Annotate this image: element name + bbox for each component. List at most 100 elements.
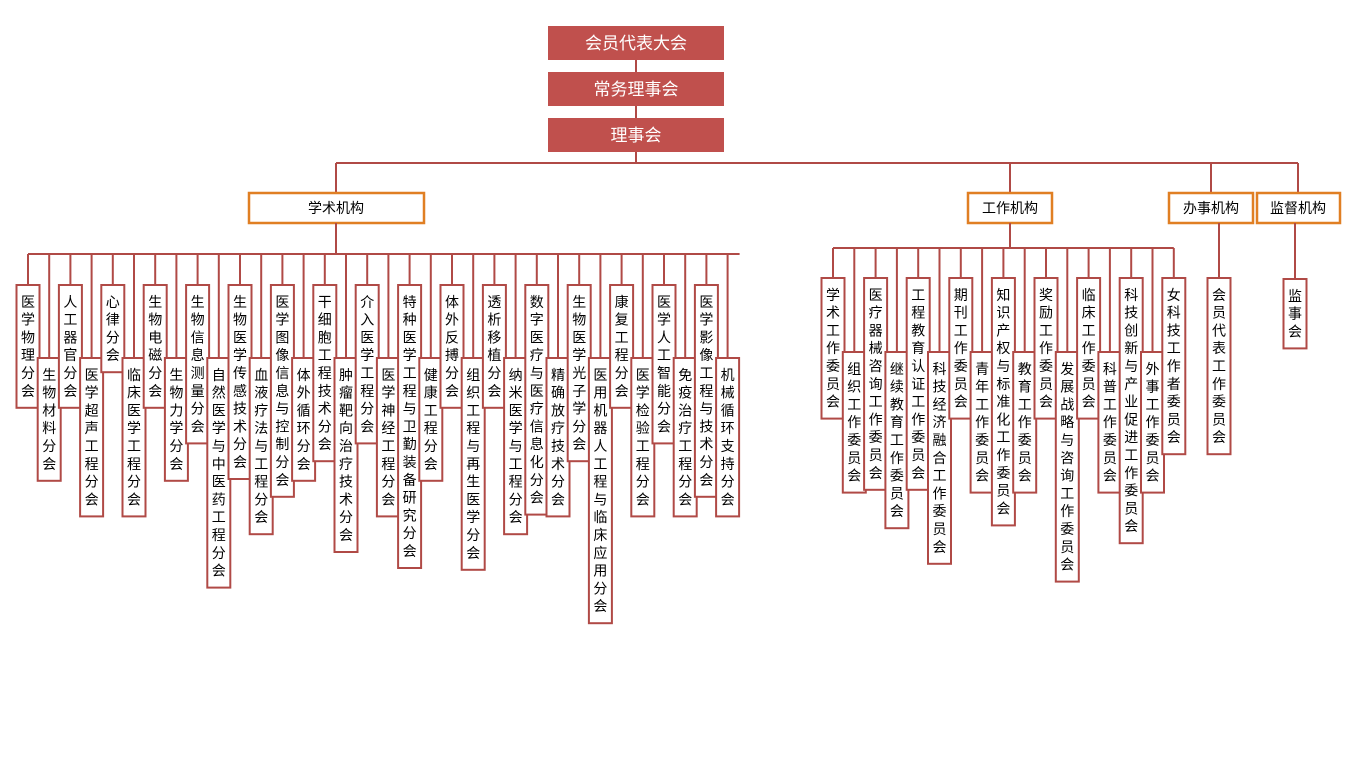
working-item: 组织工作委员会 [841,351,867,494]
academic-item-label: 生物信息测量分会 [191,295,205,436]
academic-item: 机械循环支持分会 [715,357,741,518]
academic-item: 介入医学工程分会 [354,284,380,445]
category-supervision: 监督机构 [1255,191,1342,225]
supervision-item: 监事会 [1282,278,1308,350]
academic-item: 免疫治疗工程分会 [672,357,698,518]
svg-text:理事会: 理事会 [611,126,662,146]
academic-item-label: 体外反搏分会 [445,295,459,400]
academic-item-label: 血液疗法与工程分会 [254,368,268,526]
academic-item-label: 生物医学光子学分会 [572,295,586,453]
academic-item-label: 纳米医学与工程分会 [509,368,523,526]
academic-item: 干细胞工程技术分会 [312,284,338,463]
academic-item: 临床医学工程分会 [121,357,147,518]
working-item-label: 医疗器械咨询工作委员会 [869,288,883,482]
working-item: 奖励工作委员会 [1033,277,1059,420]
academic-item-label: 数字医疗与医疗信息化分会 [530,295,544,507]
academic-item: 医学图像信息与控制分会 [269,284,295,498]
svg-text:监督机构: 监督机构 [1270,201,1326,217]
working-item: 青年工作委员会 [969,351,995,494]
academic-item: 体外循环分会 [291,357,317,482]
working-item-label: 组织工作委员会 [847,362,861,485]
working-item-label: 科技经济融合工作委员会 [933,362,947,556]
academic-item-label: 组织工程与再生医学分会 [466,368,480,562]
academic-item: 透析移植分会 [481,284,507,409]
working-item-label: 外事工作委员会 [1146,362,1160,485]
academic-item: 医学超声工程分会 [79,357,105,518]
academic-item-label: 生物材料分会 [42,368,56,473]
academic-item-label: 介入医学工程分会 [360,295,374,436]
working-item: 教育工作委员会 [1012,351,1038,494]
academic-item-label: 特种医学工程与卫勤装备研究分会 [403,295,417,560]
academic-item: 自然医学与中医药工程分会 [206,357,232,589]
working-item: 科技经济融合工作委员会 [927,351,952,565]
working-item: 医疗器械咨询工作委员会 [863,277,889,491]
working-item: 知识产权与标准化工作委员会 [990,277,1016,527]
academic-item: 生物医学传感技术分会 [227,284,253,480]
academic-item-label: 临床医学工程分会 [127,368,141,509]
academic-item: 生物力学分会 [163,357,189,482]
academic-item: 肿瘤靶向治疗技术分会 [333,357,359,553]
working-group: 学术工作委员会组织工作委员会医疗器械咨询工作委员会继续教育工作委员会工程教育认证… [820,223,1187,583]
working-item-label: 工程教育认证工作委员会 [911,288,925,482]
working-item-label: 科技创新与产业促进工作委员会 [1124,288,1138,535]
working-item: 工程教育认证工作委员会 [905,277,931,491]
working-item: 临床工作委员会 [1076,277,1102,420]
academic-item-label: 肿瘤靶向治疗技术分会 [339,368,353,544]
working-item-label: 继续教育工作委员会 [890,362,904,520]
academic-item-label: 医学影像工程与技术分会 [699,295,713,489]
academic-item: 精确放疗技术分会 [545,357,571,518]
academic-item: 医学检验工程分会 [630,357,656,518]
svg-text:办事机构: 办事机构 [1183,201,1239,217]
academic-item: 医学神经工程分会 [375,357,401,518]
academic-item: 组织工程与再生医学分会 [460,357,486,571]
supervision-group: 监事会 [1282,223,1308,350]
working-item-label: 临床工作委员会 [1082,288,1096,411]
leaf-groups: 医学物理分会生物材料分会人工器官分会医学超声工程分会心律分会临床医学工程分会生物… [15,223,1308,625]
academic-item: 数字医疗与医疗信息化分会 [524,284,550,516]
academic-item: 医学影像工程与技术分会 [693,284,719,498]
node-standing-council: 常务理事会 [548,72,724,106]
working-item: 外事工作委员会 [1140,351,1165,494]
working-item-label: 女科技工作者委员会 [1167,287,1181,446]
svg-text:会员代表大会: 会员代表大会 [585,34,687,54]
academic-item-label: 生物医学传感技术分会 [233,295,247,471]
working-item-label: 期刊工作委员会 [954,288,968,411]
academic-item: 康复工程分会 [609,284,635,409]
academic-item-label: 健康工程分会 [424,368,438,473]
academic-item-label: 生物力学分会 [169,368,183,473]
office-item: 会员代表工作委员会 [1206,277,1232,456]
academic-item-label: 医用机器人工程与临床应用分会 [593,368,607,615]
academic-item-label: 医学物理分会 [21,295,35,400]
academic-item: 生物医学光子学分会 [566,284,592,463]
working-item-label: 青年工作委员会 [975,362,989,485]
working-item-label: 知识产权与标准化工作委员会 [996,287,1010,518]
academic-item: 医学人工智能分会 [651,284,677,445]
svg-text:常务理事会: 常务理事会 [594,80,679,100]
academic-item: 血液疗法与工程分会 [248,357,274,536]
office-group: 会员代表工作委员会 [1206,223,1232,456]
supervision-item-label: 监事会 [1288,289,1302,341]
working-item-label: 科普工作委员会 [1103,362,1117,485]
academic-item: 生物材料分会 [36,357,62,482]
academic-item: 心律分会 [100,284,126,374]
academic-item-label: 免疫治疗工程分会 [678,368,692,509]
academic-item-label: 机械循环支持分会 [721,368,735,509]
academic-item-label: 医学超声工程分会 [85,368,99,509]
svg-text:工作机构: 工作机构 [982,201,1038,217]
academic-item: 医用机器人工程与临床应用分会 [587,357,613,625]
academic-item-label: 透析移植分会 [487,295,501,400]
working-item-label: 奖励工作委员会 [1039,287,1053,411]
academic-item-label: 干细胞工程技术分会 [318,295,332,453]
academic-item-label: 医学人工智能分会 [657,295,671,436]
academic-item-label: 体外循环分会 [297,368,311,473]
working-item: 科技创新与产业促进工作委员会 [1118,277,1144,545]
node-council: 理事会 [548,118,724,152]
working-item: 期刊工作委员会 [948,277,974,420]
academic-item-label: 生物电磁分会 [148,295,162,400]
academic-item: 生物信息测量分会 [185,284,211,445]
node-congress: 会员代表大会 [548,26,724,60]
working-item: 科普工作委员会 [1097,351,1123,494]
academic-item: 人工器官分会 [57,284,83,409]
svg-text:学术机构: 学术机构 [308,201,364,217]
